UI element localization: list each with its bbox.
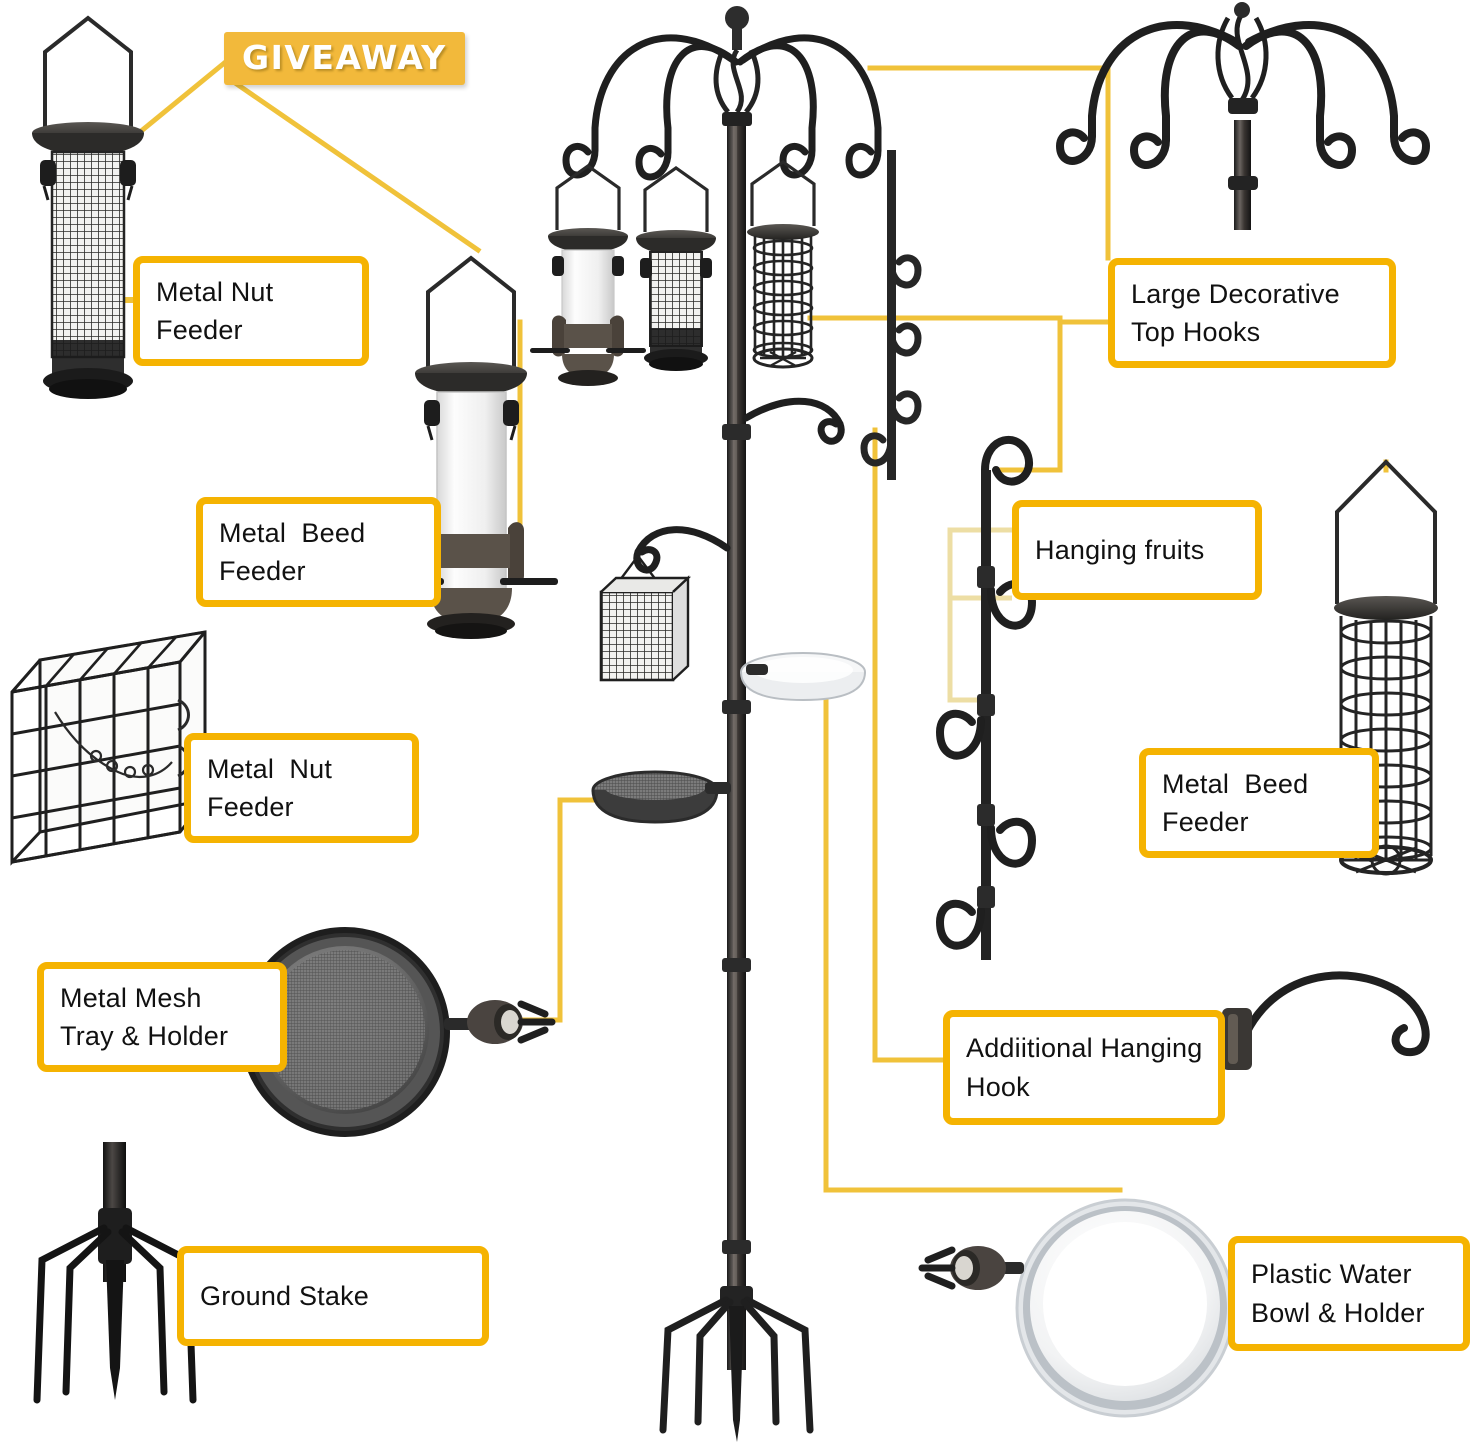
callout-line: Large Decorative	[1131, 278, 1340, 309]
callout-line: Plastic Water	[1251, 1259, 1412, 1290]
pole-side-hook-ladder	[860, 150, 922, 480]
callout-line: Hook	[966, 1071, 1030, 1102]
pole-ground-stake	[659, 1286, 814, 1442]
callout-line: Feeder	[219, 556, 306, 586]
ground-stake	[33, 1142, 197, 1404]
callout-line: Feeder	[207, 792, 294, 822]
callout-line: Hanging fruits	[1035, 534, 1205, 565]
callout-line: Ground Stake	[200, 1280, 370, 1311]
suet-ball-feeder-right	[1334, 459, 1438, 876]
giveaway-label: GIVEAWAY	[242, 38, 447, 77]
callout-line: Feeder	[1162, 807, 1249, 837]
seed-feeder-tube-left	[386, 255, 558, 639]
callout-ground-stake: Ground Stake	[177, 1246, 489, 1346]
nut-feeder-tube-left	[32, 15, 144, 399]
hanging-suet-basket	[599, 555, 692, 682]
water-bowl	[918, 1198, 1235, 1418]
callout-line: Metal Beed	[219, 517, 366, 548]
callout-line: Metal Nut	[156, 276, 274, 307]
pole-water-dish	[740, 652, 866, 702]
main-pole-station	[562, 6, 922, 1442]
mesh-tray-holder	[240, 927, 556, 1137]
callout-line: Feeder	[156, 315, 243, 345]
callout-line: Metal Mesh	[60, 982, 202, 1013]
callout-line: Metal Nut	[207, 753, 333, 784]
pole-mesh-tray	[591, 770, 731, 824]
centre-mesh-feeder	[530, 164, 646, 386]
hanging-fruit-rod	[935, 435, 1037, 960]
pole-left-arm	[633, 526, 731, 574]
callout-line: Tray & Holder	[60, 1021, 229, 1051]
pole-curl-arm	[742, 397, 845, 445]
callout-hanging-fruits: Hanging fruits	[1012, 500, 1262, 600]
callout-line: Top Hooks	[1131, 317, 1261, 347]
callout-line: Metal Beed	[1162, 768, 1309, 799]
decorative-top-hooks	[1055, 2, 1431, 230]
callout-line: Bowl & Holder	[1251, 1297, 1425, 1328]
centre-nut-feeder	[636, 166, 716, 371]
suet-cage-rect	[10, 630, 207, 866]
centre-suet-ball-feeder	[747, 160, 819, 369]
giveaway-badge: GIVEAWAY	[224, 32, 465, 85]
callout-line: Addiitional Hanging	[966, 1033, 1203, 1064]
